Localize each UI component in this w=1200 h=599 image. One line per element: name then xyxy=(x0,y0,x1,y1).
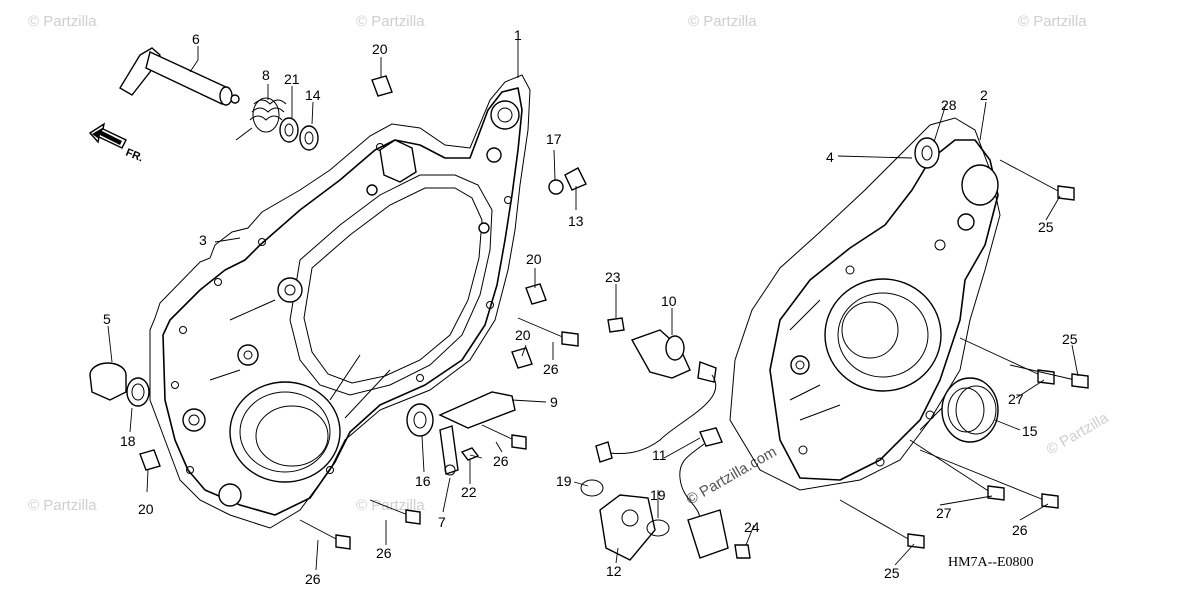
oil-seal-28 xyxy=(914,137,940,169)
callout-26: 26 xyxy=(1012,522,1028,538)
callout-17: 17 xyxy=(546,131,562,147)
diagram-code: HM7A--E0800 xyxy=(948,555,1034,570)
callout-20: 20 xyxy=(138,501,154,517)
callout-20: 20 xyxy=(515,327,531,343)
callout-6: 6 xyxy=(192,31,200,47)
callout-9: 9 xyxy=(550,394,558,410)
callout-20: 20 xyxy=(526,251,542,267)
callout-5: 5 xyxy=(103,311,111,327)
watermark: © Partzilla xyxy=(1018,13,1087,30)
switch-sensor-10 xyxy=(595,317,717,463)
callout-16: 16 xyxy=(415,473,431,489)
watermark-center: © Partzilla.com xyxy=(684,443,780,508)
callout-12: 12 xyxy=(606,563,622,579)
callout-22: 22 xyxy=(461,484,477,500)
oil-seal-15 xyxy=(941,377,999,443)
watermark: © Partzilla xyxy=(688,13,757,30)
callout-15: 15 xyxy=(1022,423,1038,439)
bolts-left xyxy=(299,317,579,550)
callout-10: 10 xyxy=(661,293,677,309)
front-direction-label: FR. xyxy=(124,147,145,165)
callout-27: 27 xyxy=(936,505,952,521)
watermark: © Partzilla xyxy=(28,13,97,30)
callout-26: 26 xyxy=(376,545,392,561)
callout-8: 8 xyxy=(262,67,270,83)
shift-shaft xyxy=(119,47,240,106)
callout-20: 20 xyxy=(372,41,388,57)
callout-2: 2 xyxy=(980,87,988,103)
watermark: © Partzilla xyxy=(356,13,425,30)
return-spring xyxy=(235,97,287,141)
callout-24: 24 xyxy=(744,519,760,535)
washers xyxy=(279,117,319,151)
callout-14: 14 xyxy=(305,87,321,103)
callout-27: 27 xyxy=(1008,391,1024,407)
callout-11: 11 xyxy=(652,447,667,463)
callout-19: 19 xyxy=(556,473,572,489)
watermark: © Partzilla xyxy=(28,497,97,514)
callout-13: 13 xyxy=(568,213,584,229)
callout-25: 25 xyxy=(1062,331,1078,347)
callout-3: 3 xyxy=(199,232,207,248)
callout-1: 1 xyxy=(514,27,522,43)
gearshift-parts-7-9-16 xyxy=(406,391,516,476)
callouts: 6 8 21 14 20 1 3 5 18 20 17 13 20 20 26 … xyxy=(103,27,1078,587)
callout-26: 26 xyxy=(543,361,559,377)
callout-21: 21 xyxy=(284,71,300,87)
callout-25: 25 xyxy=(884,565,900,581)
front-direction-arrow-icon: FR. xyxy=(88,122,145,165)
watermark: © Partzilla xyxy=(1044,409,1112,458)
callout-25: 25 xyxy=(1038,219,1054,235)
callout-28: 28 xyxy=(941,97,957,113)
callout-19: 19 xyxy=(650,487,666,503)
bolts-right xyxy=(839,159,1089,549)
sensor-11-12 xyxy=(580,427,751,561)
oil-filler-cap xyxy=(89,362,150,407)
callout-23: 23 xyxy=(605,269,621,285)
callout-4: 4 xyxy=(826,149,834,165)
callout-7: 7 xyxy=(438,514,446,530)
right-crankcase-cover xyxy=(729,117,1001,491)
oil-seal-17-13 xyxy=(548,167,587,195)
callout-26: 26 xyxy=(493,453,509,469)
left-crankcase-cover xyxy=(149,74,531,529)
leader-lines xyxy=(107,40,1079,571)
callout-26: 26 xyxy=(305,571,321,587)
callout-18: 18 xyxy=(120,433,136,449)
